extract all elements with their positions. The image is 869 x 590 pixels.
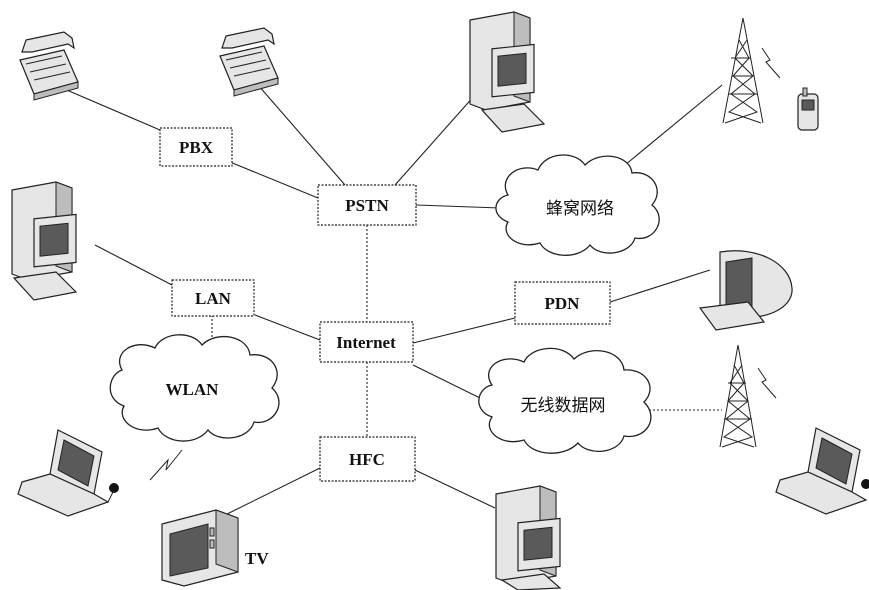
link-pdn-monitor <box>609 269 711 303</box>
telephone-icon <box>219 27 279 97</box>
link-internet-pdn <box>412 317 516 344</box>
lan-label: LAN <box>195 289 232 308</box>
hfc-label: HFC <box>349 450 385 469</box>
link-phone-pstn <box>257 84 346 186</box>
cell-tower-icon <box>722 17 764 124</box>
hfc-node: HFC <box>319 436 416 482</box>
pdn-node: PDN <box>514 281 611 325</box>
link-lan-internet <box>254 314 321 341</box>
link-pc-pstn <box>394 94 476 186</box>
wireless-data-label: 无线数据网 <box>521 396 606 416</box>
signal-icon <box>149 449 183 481</box>
pdn-label: PDN <box>545 294 581 313</box>
internet-node: Internet <box>319 321 414 363</box>
cell-tower-icon <box>719 344 757 448</box>
desktop-computer-icon <box>11 181 78 301</box>
wlan-cloud: WLAN <box>109 334 280 442</box>
link-internet-wirelessdata <box>412 364 481 399</box>
mobile-phone-icon <box>797 87 819 131</box>
pstn-node: PSTN <box>317 184 417 226</box>
telephone-icon <box>19 31 79 101</box>
desktop-computer-icon <box>495 485 562 590</box>
link-phone-pbx <box>54 84 161 131</box>
desktop-computer-icon <box>469 11 546 133</box>
cellular-cloud: 蜂窝网络 <box>495 154 660 256</box>
cellular-label: 蜂窝网络 <box>546 199 614 219</box>
internet-label: Internet <box>336 333 396 352</box>
signal-icon <box>757 367 777 399</box>
laptop-icon <box>17 429 119 517</box>
television-icon <box>161 509 239 587</box>
pstn-label: PSTN <box>345 196 389 215</box>
tv-label: TV <box>245 549 269 568</box>
link-hfc-pc <box>414 469 496 509</box>
link-pc-lan <box>94 244 173 286</box>
wireless-data-cloud: 无线数据网 <box>478 347 652 454</box>
link-pstn-cellular <box>415 204 501 209</box>
signal-icon <box>761 47 781 79</box>
laptop-icon <box>775 427 869 515</box>
pbx-label: PBX <box>179 138 214 157</box>
link-hfc-tv <box>214 467 321 521</box>
pbx-node: PBX <box>159 127 233 167</box>
wlan-label: WLAN <box>166 380 220 399</box>
monitor-icon <box>698 250 793 331</box>
lan-node: LAN <box>171 279 255 317</box>
link-pbx-pstn <box>229 161 319 199</box>
link-cellular-tower <box>624 84 723 166</box>
